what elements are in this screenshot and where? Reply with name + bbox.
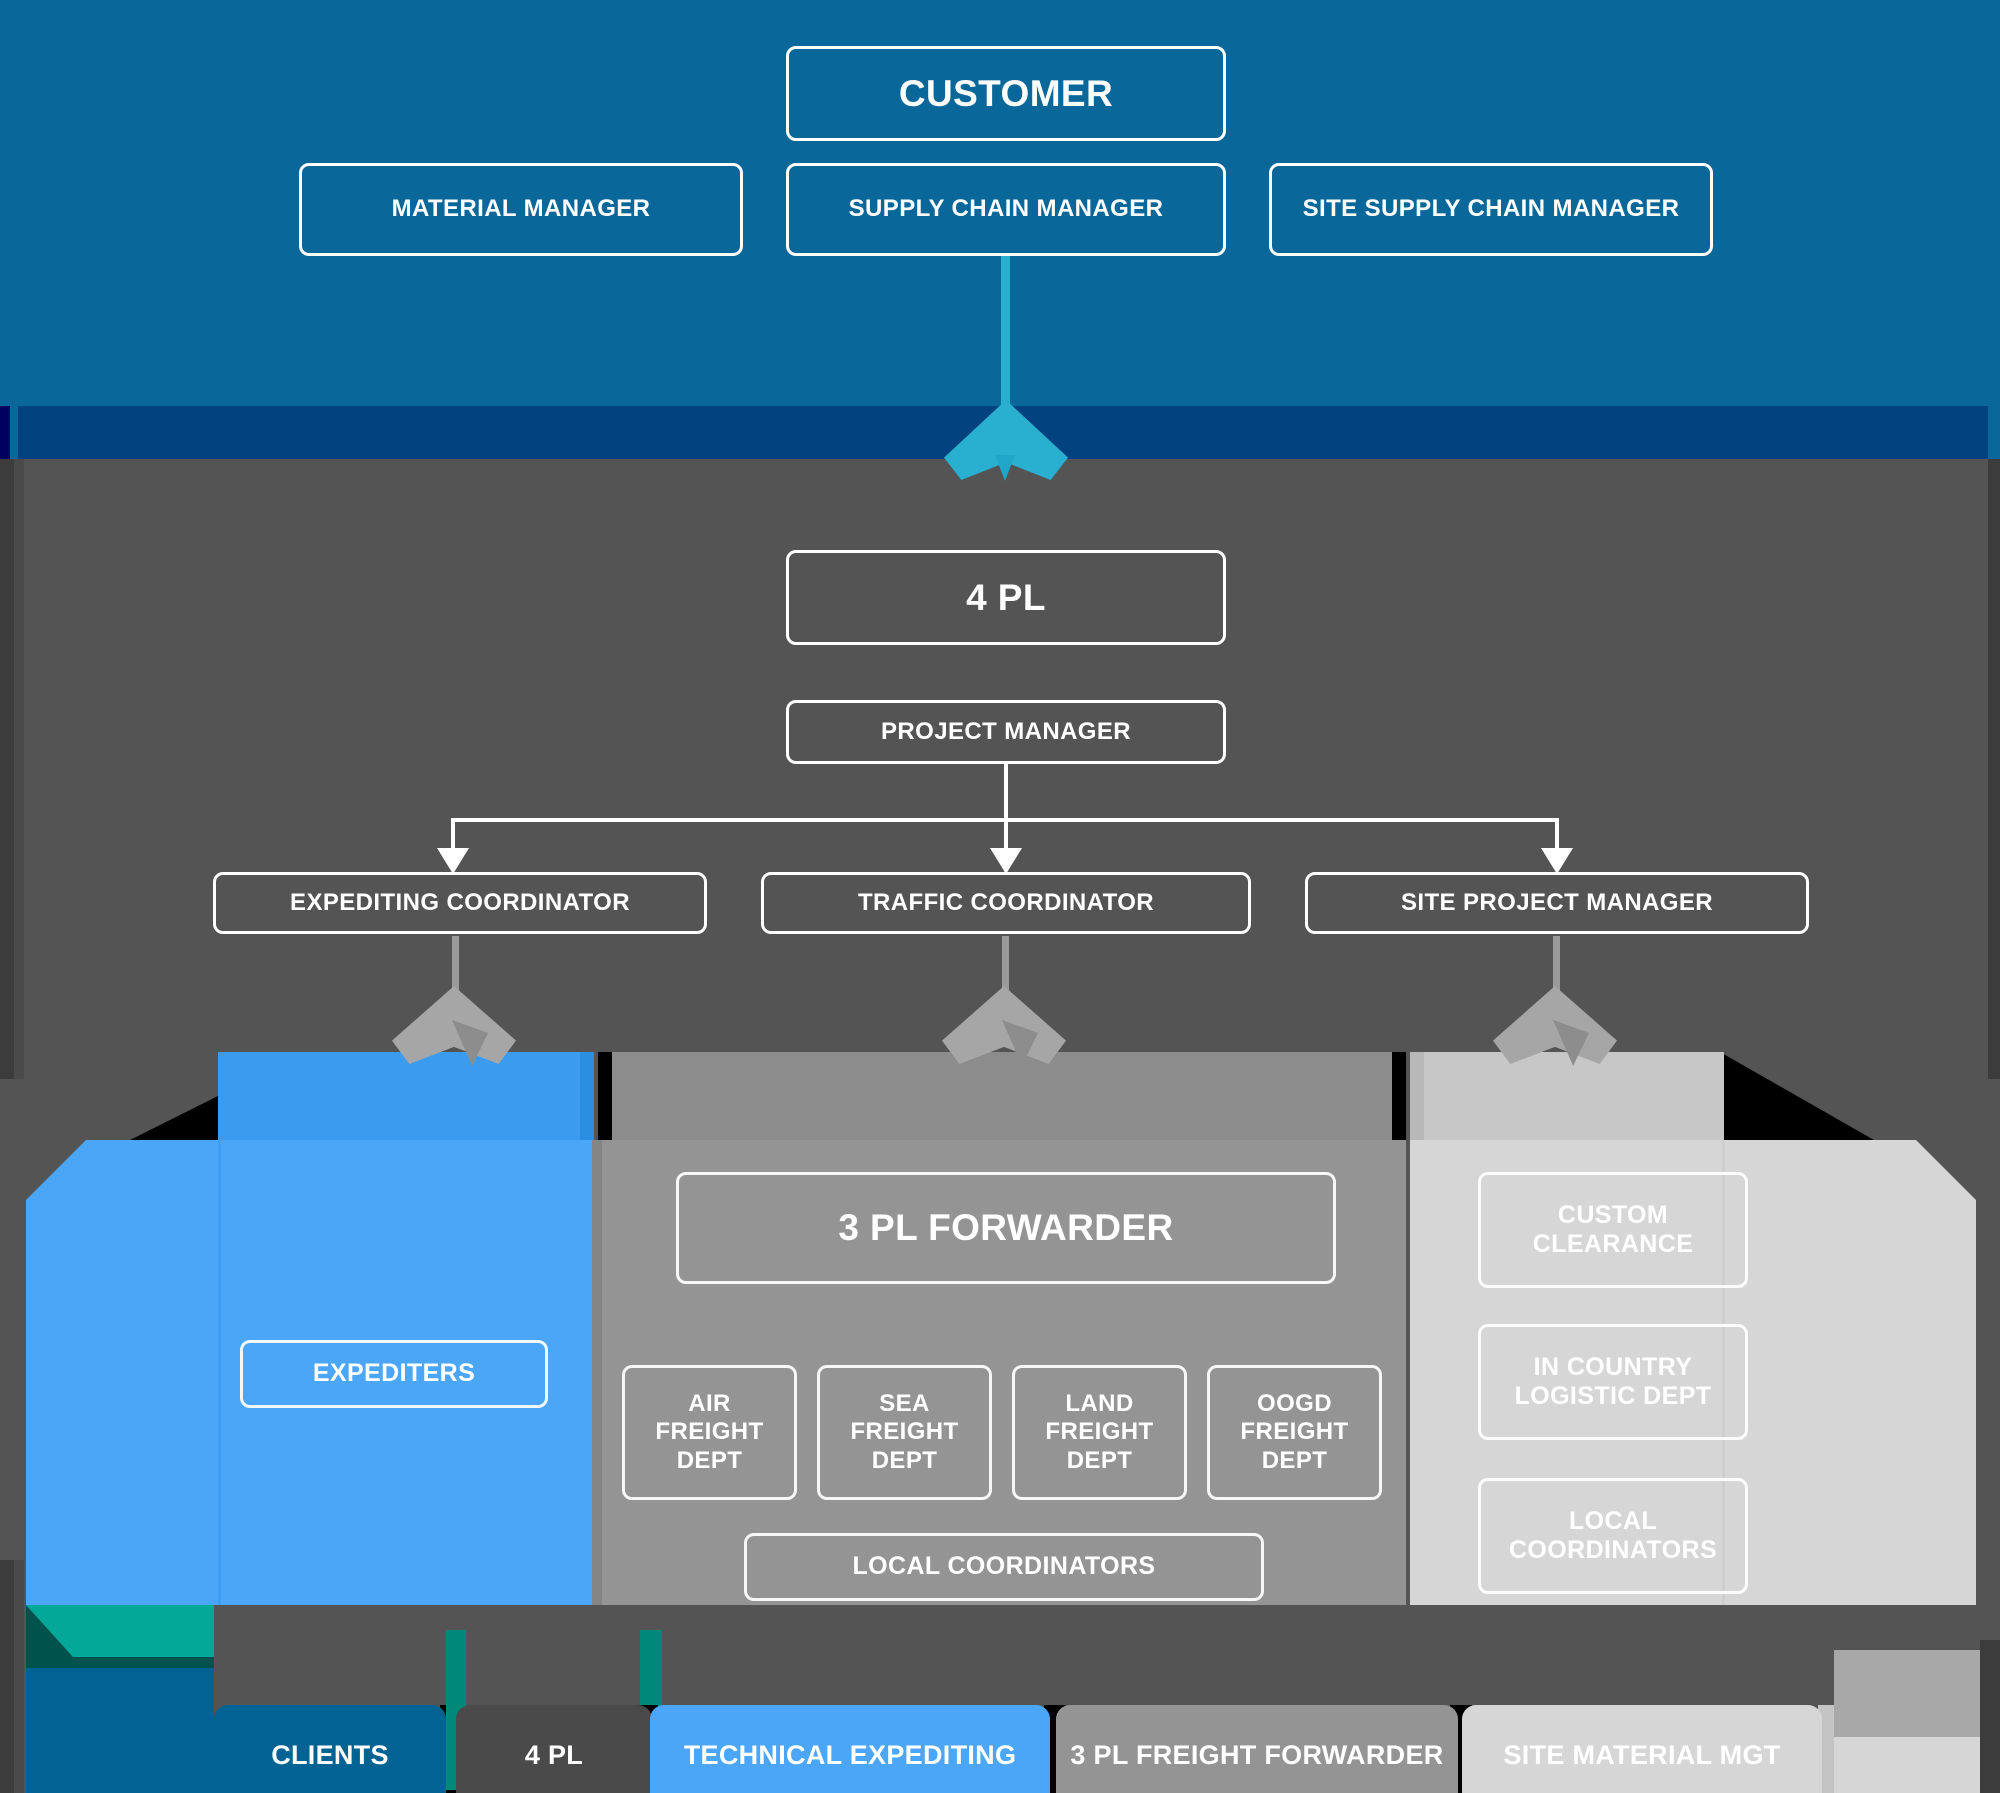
- node-land-freight-dept[interactable]: LAND FREIGHT DEPT: [1012, 1365, 1187, 1500]
- node-local-coordinators-site[interactable]: LOCAL COORDINATORS: [1478, 1478, 1748, 1594]
- legend-tab-4pl[interactable]: 4 PL: [456, 1705, 652, 1793]
- panel-expediting-tab: [218, 1052, 586, 1140]
- legend-tab-3pl-freight-forwarder[interactable]: 3 PL FREIGHT FORWARDER: [1056, 1705, 1458, 1793]
- node-customer[interactable]: CUSTOMER: [786, 46, 1226, 141]
- band-edge-left: [0, 406, 10, 459]
- workspace-rail-left-inner: [14, 459, 24, 1079]
- arrow-down-icon-left: [437, 848, 469, 874]
- arrow-down-icon-center: [990, 848, 1022, 874]
- connector-branch-center: [1004, 818, 1008, 854]
- gray-connector-stem-left: [452, 936, 459, 996]
- legend-rail-left: [0, 1560, 14, 1793]
- panel-site-seam: [1722, 1140, 1725, 1605]
- workspace-rail-right: [1988, 459, 2000, 1079]
- workspace-rail-left: [0, 459, 14, 1079]
- panel-expediting-seam: [218, 1140, 221, 1605]
- node-oogd-freight-dept[interactable]: OOGD FREIGHT DEPT: [1207, 1365, 1382, 1500]
- node-traffic-coordinator[interactable]: TRAFFIC COORDINATOR: [761, 872, 1251, 934]
- connector-branch-right: [1555, 818, 1559, 854]
- panel-site-tab: [1424, 1052, 1724, 1140]
- node-3pl-forwarder[interactable]: 3 PL FORWARDER: [676, 1172, 1336, 1284]
- node-site-supply-chain-manager[interactable]: SITE SUPPLY CHAIN MANAGER: [1269, 163, 1713, 256]
- connector-pm-stem: [1004, 764, 1008, 820]
- node-material-manager[interactable]: MATERIAL MANAGER: [299, 163, 743, 256]
- connector-branch-left: [451, 818, 455, 854]
- legend-rail-left-inner: [14, 1560, 24, 1793]
- legend-tab-site-material-mgt[interactable]: SITE MATERIAL MGT: [1462, 1705, 1822, 1793]
- legend-far-right-base: [1834, 1737, 1984, 1793]
- panel-three-pl-forwarder: [598, 1140, 1406, 1605]
- legend-tab-clients[interactable]: CLIENTS: [214, 1705, 446, 1793]
- panel-site-material-mgt: [1410, 1140, 1976, 1605]
- node-custom-clearance[interactable]: CUSTOM CLEARANCE: [1478, 1172, 1748, 1288]
- arrow-down-icon-right: [1541, 848, 1573, 874]
- legend-site-edge: [1818, 1705, 1834, 1793]
- legend-rail-right: [1980, 1640, 2000, 1793]
- band-edge-left-inner: [10, 406, 18, 459]
- panel-3pl-tab: [612, 1052, 1392, 1140]
- cyan-connector-stem: [1001, 256, 1010, 411]
- customer-band: [0, 0, 2000, 406]
- node-supply-chain-manager[interactable]: SUPPLY CHAIN MANAGER: [786, 163, 1226, 256]
- node-project-manager[interactable]: PROJECT MANAGER: [786, 700, 1226, 764]
- node-air-freight-dept[interactable]: AIR FREIGHT DEPT: [622, 1365, 797, 1500]
- node-sea-freight-dept[interactable]: SEA FREIGHT DEPT: [817, 1365, 992, 1500]
- node-site-project-manager[interactable]: SITE PROJECT MANAGER: [1305, 872, 1809, 934]
- legend-clients-block: [26, 1668, 214, 1793]
- node-local-coordinators-3pl[interactable]: LOCAL COORDINATORS: [744, 1533, 1264, 1601]
- panel-3pl-cap-left: [592, 1140, 602, 1605]
- node-expediting-coordinator[interactable]: EXPEDITING COORDINATOR: [213, 872, 707, 934]
- band-edge-right: [1988, 406, 2000, 459]
- panel-expediting-tab-edge: [580, 1052, 594, 1140]
- panel-technical-expediting: [26, 1140, 594, 1605]
- node-in-country-logistic-dept[interactable]: IN COUNTRY LOGISTIC DEPT: [1478, 1324, 1748, 1440]
- node-expediters[interactable]: EXPEDITERS: [240, 1340, 548, 1408]
- gray-connector-stem-right: [1553, 936, 1560, 996]
- legend-tab-technical-expediting[interactable]: TECHNICAL EXPEDITING: [650, 1705, 1050, 1793]
- panel-site-tab-edge: [1410, 1052, 1424, 1140]
- gray-connector-stem-center: [1002, 936, 1009, 996]
- node-4pl[interactable]: 4 PL: [786, 550, 1226, 645]
